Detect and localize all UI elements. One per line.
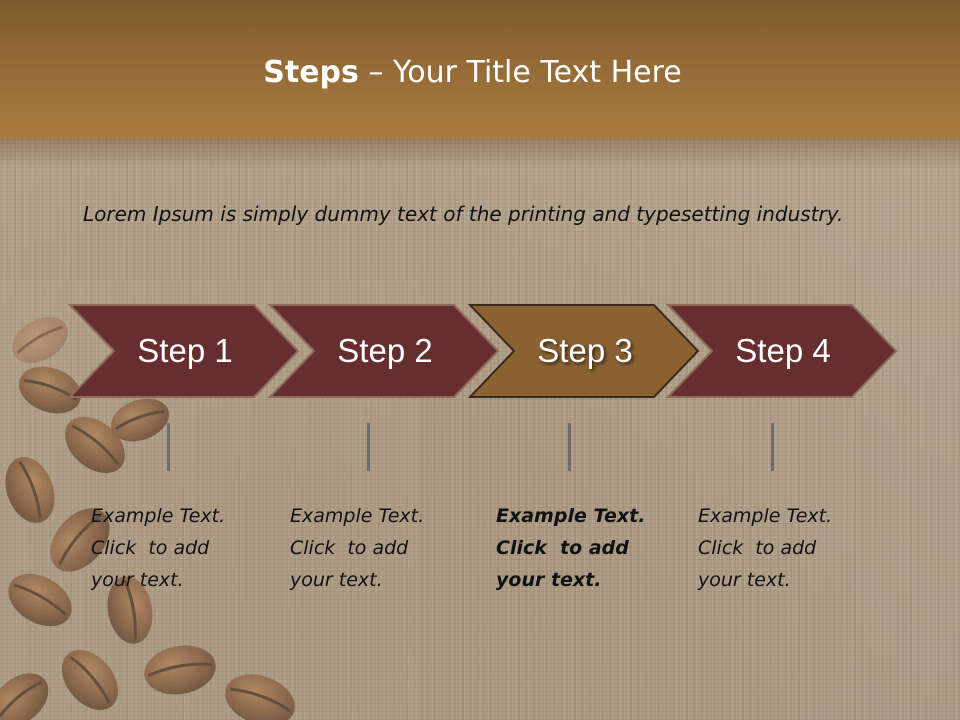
step-1-description[interactable]: Example Text. Click to add your text.	[91, 500, 261, 596]
chevron-arrow-shape	[67, 304, 300, 398]
step-4-line-3: your text.	[698, 569, 791, 591]
step-1-label: Step 1	[137, 332, 233, 369]
bean	[110, 398, 170, 442]
step-4-label: Step 4	[735, 332, 831, 369]
step-4-line-1: Example Text.	[698, 505, 833, 527]
bean	[61, 650, 119, 710]
bean	[50, 508, 110, 572]
step-2-description[interactable]: Example Text. Click to add your text.	[290, 500, 460, 596]
step-3-connector	[568, 423, 571, 471]
step-2-chevron[interactable]: Step 2	[267, 304, 500, 398]
header-bar	[0, 0, 960, 138]
step-1-connector	[167, 423, 170, 471]
step-1-line-1: Example Text.	[91, 505, 226, 527]
title-bold: Steps	[263, 55, 359, 90]
bean	[144, 645, 216, 695]
step-3-line-2: Click to add	[496, 537, 629, 559]
bean	[65, 416, 125, 474]
step-3-line-3: your text.	[496, 569, 602, 591]
header-shadow	[0, 138, 960, 168]
step-1-chevron[interactable]: Step 1	[67, 304, 300, 398]
step-3-line-1: Example Text.	[496, 505, 646, 527]
step-4-chevron[interactable]: Step 4	[665, 304, 898, 398]
step-2-line-1: Example Text.	[290, 505, 425, 527]
bean	[107, 576, 153, 644]
bean	[12, 317, 68, 363]
step-4-connector	[771, 423, 774, 471]
step-2-line-2: Click to add	[290, 537, 409, 559]
chevron-arrow-shape	[665, 304, 898, 398]
step-3-label: Step 3	[537, 332, 633, 369]
bean	[225, 674, 295, 720]
step-3-chevron[interactable]: Step 3	[467, 304, 700, 398]
slide-title[interactable]: Steps – Your Title Text Here	[0, 55, 945, 90]
bean	[0, 673, 49, 720]
bean	[5, 457, 55, 523]
body-text[interactable]: Lorem Ipsum is simply dummy text of the …	[83, 202, 844, 226]
step-1-line-3: your text.	[91, 569, 184, 591]
step-2-connector	[367, 423, 370, 471]
bean	[8, 573, 72, 627]
step-4-line-2: Click to add	[698, 537, 817, 559]
step-1-line-2: Click to add	[91, 537, 210, 559]
step-3-description[interactable]: Example Text. Click to add your text.	[496, 500, 666, 596]
step-4-description[interactable]: Example Text. Click to add your text.	[698, 500, 868, 596]
chevron-arrow-shape	[267, 304, 500, 398]
chevron-arrow-shape	[467, 304, 700, 398]
title-rest: – Your Title Text Here	[368, 55, 682, 90]
step-2-line-3: your text.	[290, 569, 383, 591]
step-2-label: Step 2	[337, 332, 433, 369]
